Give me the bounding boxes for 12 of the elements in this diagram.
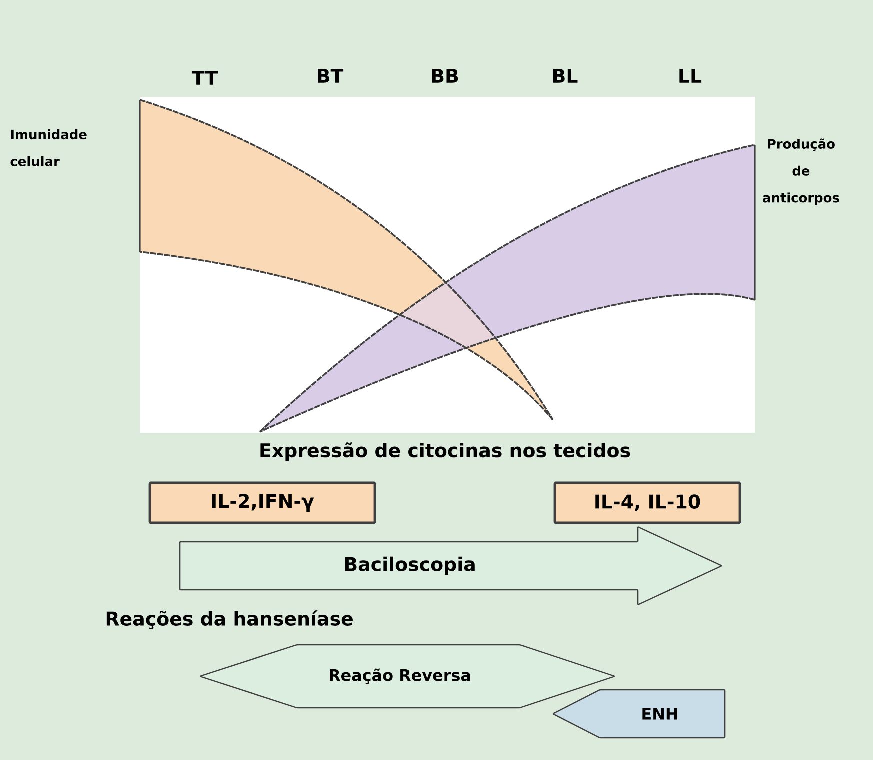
section-heading: Expressão de citocinas nos tecidos xyxy=(260,442,630,462)
hexagon-banner: Reação Reversa xyxy=(200,644,616,709)
column-heading: BL xyxy=(554,69,578,83)
axis-label: Produção de anticorpos xyxy=(763,138,840,206)
column-heading: TT xyxy=(192,71,218,85)
cytokine-box: IL-4, IL-10 xyxy=(554,482,742,524)
column-heading: BT xyxy=(318,69,344,83)
cytokine-box: IL-2,IFN-γ xyxy=(148,482,376,524)
section-heading: Reações da hanseníase xyxy=(106,610,353,630)
column-heading: BB xyxy=(432,69,458,83)
column-heading: LL xyxy=(680,69,702,83)
axis-label: Imunidade celular xyxy=(10,130,87,166)
